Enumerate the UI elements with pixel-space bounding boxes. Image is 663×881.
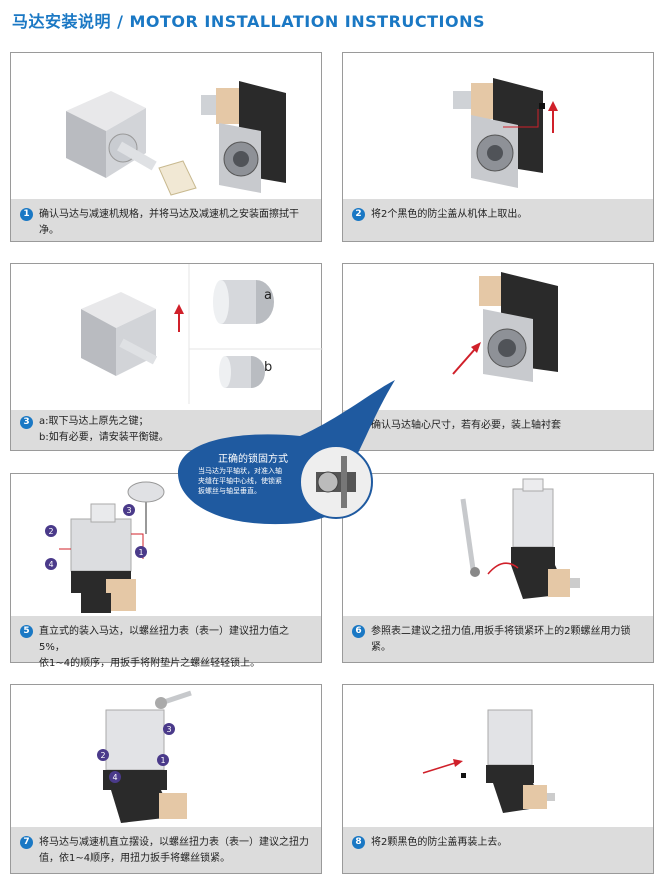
bolt-number-2-label: 2 [48, 527, 53, 536]
gearbox-image [479, 272, 558, 382]
step-panel-7: 1 2 3 4 7 将马达与减速机直立摆设，以螺丝扭力表（表一）建议之扭力 值，… [10, 684, 322, 874]
motor-gearbox-assembly-image [511, 478, 580, 599]
cloth-image [158, 160, 197, 196]
bolt-number-1: 1 [157, 754, 169, 766]
motor-image [81, 292, 158, 376]
step-number-8: 8 [352, 836, 365, 849]
rotate-arrow-icon [487, 562, 519, 575]
bolt-number-4: 4 [45, 558, 57, 570]
step-text-7: 将马达与减速机直立摆设，以螺丝扭力表（表一）建议之扭力 值，依1~4顺序，用扭力… [39, 837, 309, 864]
step-text-6: 参照表二建议之扭力值,用扳手将锁紧环上的2颗螺丝用力锁紧。 [371, 626, 631, 653]
step-caption-1: 1 确认马达与减速机规格，并将马达及减速机之安装面擦拭干净。 [11, 199, 321, 241]
step-panel-4: 4 确认马达轴心尺寸，若有必要，装上轴衬套 [342, 263, 654, 451]
key-b-image [219, 356, 265, 388]
step-number-3: 3 [20, 416, 33, 429]
step-caption-5: 5 直立式的装入马达，以螺丝扭力表（表一）建议扭力值之5%， 依1~4的顺序，用… [11, 616, 321, 669]
step-3-illustration [81, 264, 323, 404]
step-panel-1: 1 确认马达与减速机规格，并将马达及减速机之安装面擦拭干净。 [10, 52, 322, 242]
gearbox-image [201, 81, 286, 193]
step-8-illustration [422, 709, 555, 813]
step-panel-3: a b 3 a:取下马达上原先之键； b:如有必要，请安装平衡键。 [10, 263, 323, 451]
bolt-number-2-label: 2 [100, 751, 105, 760]
step-number-7: 7 [20, 836, 33, 849]
label-b: b [264, 360, 273, 375]
step-6-illustration [460, 478, 580, 599]
callout-text: 当马达为平轴状，对准入轴 夹缝在平轴中心线，使锁紧 扳螺丝与轴呈垂直。 [198, 467, 282, 495]
motor-gearbox-assembly-image [486, 709, 555, 813]
bolt-number-3-label: 3 [166, 725, 171, 734]
bolt-number-1-label: 1 [160, 756, 165, 765]
wrench-icon [127, 481, 165, 534]
step-1-illustration [66, 81, 286, 196]
bolt-number-4: 4 [109, 771, 121, 783]
step-text-3: a:取下马达上原先之键； b:如有必要，请安装平衡键。 [39, 416, 169, 443]
bolt-number-3: 3 [123, 504, 135, 516]
bolt-number-4-label: 4 [112, 773, 117, 782]
step-number-5: 5 [20, 625, 33, 638]
step-caption-8: 8 将2颗黑色的防尘盖再装上去。 [343, 827, 653, 873]
bolt-number-1: 1 [135, 546, 147, 558]
arrow-icon [174, 304, 184, 332]
bolt-number-2: 2 [45, 525, 57, 537]
locking-method-callout [178, 380, 395, 525]
step-4-illustration [452, 272, 558, 382]
step-caption-6: 6 参照表二建议之扭力值,用扳手将锁紧环上的2颗螺丝用力锁紧。 [343, 616, 653, 662]
arrow-icon [422, 759, 466, 778]
step-5-illustration: 1 2 3 4 [45, 481, 165, 613]
motor-gearbox-assembly-image [103, 709, 187, 823]
step-text-4: 确认马达轴心尺寸，若有必要，装上轴衬套 [371, 420, 561, 431]
step-7-illustration: 1 2 3 4 [97, 690, 192, 823]
step-number-6: 6 [352, 625, 365, 638]
step-panel-2: 2 将2个黑色的防尘盖从机体上取出。 [342, 52, 654, 242]
step-number-1: 1 [20, 208, 33, 221]
step-text-8: 将2颗黑色的防尘盖再装上去。 [371, 837, 508, 848]
torque-wrench-icon [460, 498, 480, 577]
gearbox-image [453, 78, 545, 188]
arrow-icon [452, 342, 481, 375]
key-a-image [213, 280, 274, 324]
step-caption-2: 2 将2个黑色的防尘盖从机体上取出。 [343, 199, 653, 241]
step-panel-5: 1 2 3 4 5 直立式的装入马达，以螺丝扭力表（表一）建议扭力值之5%， 依… [10, 473, 322, 669]
step-text-5: 直立式的装入马达，以螺丝扭力表（表一）建议扭力值之5%， 依1~4的顺序，用扳手… [39, 626, 289, 669]
arrow-icon [503, 101, 558, 133]
label-a: a [264, 288, 272, 303]
wrench-icon [155, 690, 192, 709]
motor-image [66, 91, 157, 178]
step-text-1: 确认马达与减速机规格，并将马达及减速机之安装面擦拭干净。 [39, 209, 299, 236]
step-caption-7: 7 将马达与减速机直立摆设，以螺丝扭力表（表一）建议之扭力 值，依1~4顺序，用… [11, 827, 321, 873]
step-text-2: 将2个黑色的防尘盖从机体上取出。 [371, 209, 528, 220]
step-number-2: 2 [352, 208, 365, 221]
step-2-illustration [453, 78, 558, 188]
callout-title: 正确的锁固方式 [218, 454, 288, 465]
bolt-number-3-label: 3 [126, 506, 131, 515]
bolt-number-3: 3 [163, 723, 175, 735]
step-panel-8: 8 将2颗黑色的防尘盖再装上去。 [342, 684, 654, 874]
bolt-number-1-label: 1 [138, 548, 143, 557]
bolt-number-4-label: 4 [48, 560, 53, 569]
motor-gearbox-assembly-image [70, 503, 136, 613]
page-title: 马达安装说明 / MOTOR INSTALLATION INSTRUCTIONS [12, 12, 486, 31]
step-panel-6: 6 参照表二建议之扭力值,用扳手将锁紧环上的2颗螺丝用力锁紧。 [342, 473, 654, 663]
bolt-number-2: 2 [97, 749, 109, 761]
